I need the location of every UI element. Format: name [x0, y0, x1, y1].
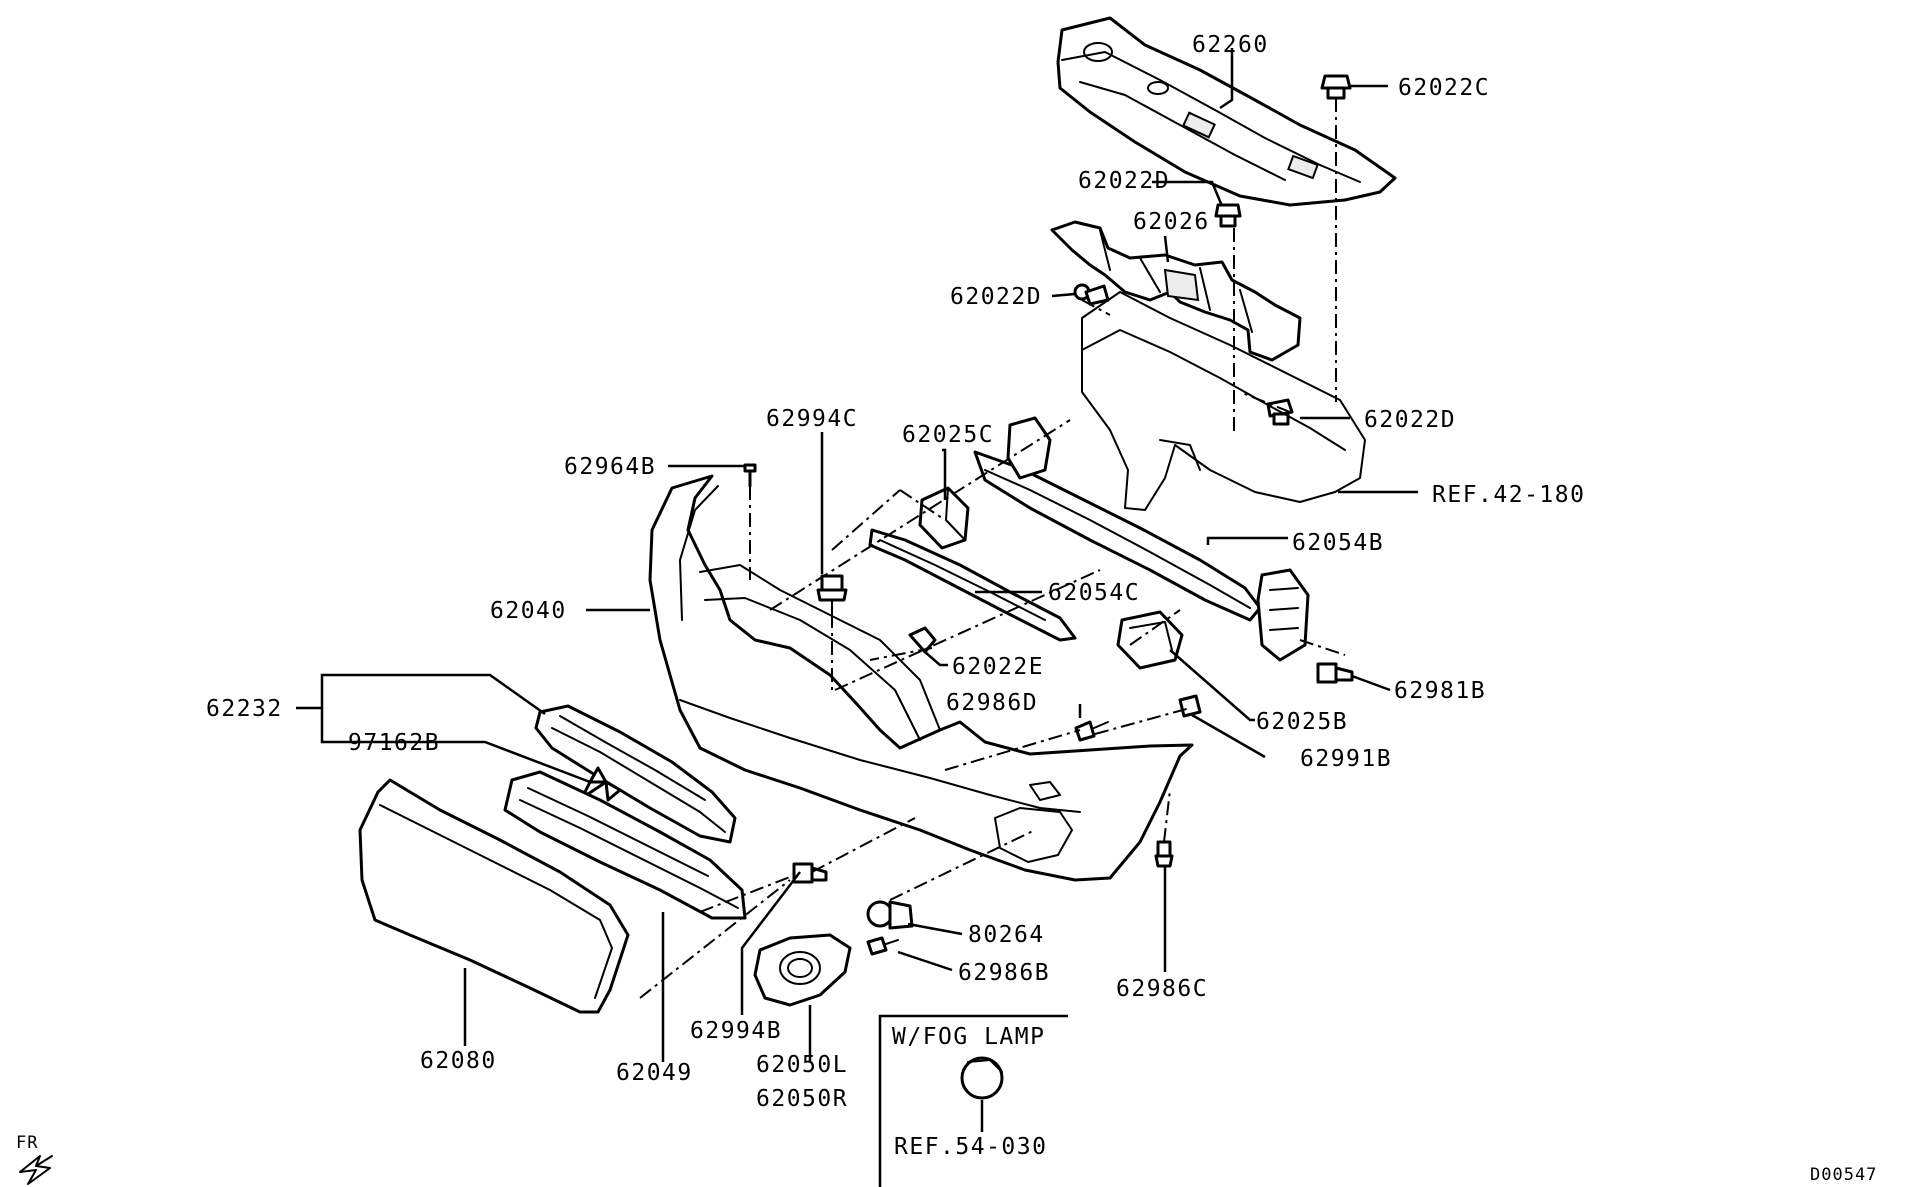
part-62040-bumper-cover: [648, 474, 1194, 882]
label-62022D-a: 62022D: [1078, 168, 1170, 194]
part-62991B-clip: [1178, 694, 1202, 718]
label-62022D-c: 62022D: [1364, 407, 1456, 433]
label-ref-42-180: REF.42-180: [1432, 482, 1585, 508]
label-62981B: 62981B: [1394, 678, 1486, 704]
label-62026: 62026: [1133, 209, 1210, 235]
label-62260: 62260: [1192, 32, 1269, 58]
orientation-label: FR: [16, 1133, 38, 1153]
front-arrow-icon: [19, 1155, 53, 1185]
part-62260-upper-cover: [1056, 16, 1397, 207]
label-62050L: 62050L: [756, 1052, 848, 1078]
label-62022E: 62022E: [952, 654, 1044, 680]
part-62022C-clip: [1320, 74, 1352, 100]
part-62049-lower-grille: [503, 770, 747, 920]
label-62022D-b: 62022D: [950, 284, 1042, 310]
part-62080-molding: [358, 778, 630, 1014]
label-62994B: 62994B: [690, 1018, 782, 1044]
part-62986B-screw: [866, 936, 899, 956]
diagram-code: D00547: [1810, 1165, 1877, 1185]
part-62994C-bolt: [816, 574, 848, 615]
part-62025B-absorber: [1116, 610, 1184, 670]
label-62025B: 62025B: [1256, 709, 1348, 735]
part-62026-bracket: [1050, 220, 1302, 362]
callout-labels: 62260 62022C 62022D 62026 62022D 62022D …: [16, 32, 1877, 1185]
part-inset-fog-lamp: [960, 1056, 1004, 1100]
part-62964B-pin: [743, 463, 757, 488]
label-97162B: 97162B: [348, 730, 440, 756]
label-62080: 62080: [420, 1048, 497, 1074]
part-62232-upper-grille: [534, 704, 737, 844]
part-62986D-screw: [1074, 720, 1109, 742]
part-62022E-clip: [908, 626, 937, 654]
label-62986D: 62986D: [946, 690, 1038, 716]
label-62025C: 62025C: [902, 422, 994, 448]
leader-lines: [296, 48, 1418, 1187]
part-62022D-clip-b: [1073, 283, 1110, 306]
part-62981B-bolt: [1316, 662, 1354, 684]
label-62986C: 62986C: [1116, 976, 1208, 1002]
part-body-panel-ref: [1081, 291, 1366, 511]
label-62986B: 62986B: [958, 960, 1050, 986]
label-62022C: 62022C: [1398, 75, 1490, 101]
part-62986C-screw: [1154, 840, 1174, 868]
assembly-lines: [639, 98, 1346, 999]
part-62050-bezel: [753, 933, 852, 1007]
label-62054B: 62054B: [1292, 530, 1384, 556]
part-62022D-clip-a: [1214, 203, 1242, 228]
label-62232: 62232: [206, 696, 283, 722]
inset-reference: REF.54-030: [894, 1134, 1047, 1160]
label-62964B: 62964B: [564, 454, 656, 480]
label-62050R: 62050R: [756, 1086, 848, 1112]
part-80264-fog-lamp: [866, 900, 914, 930]
label-62991B: 62991B: [1300, 746, 1392, 772]
part-62025C-block: [918, 486, 970, 550]
part-97162B-emblem: [580, 766, 622, 802]
label-62049: 62049: [616, 1060, 693, 1086]
label-62994C: 62994C: [766, 406, 858, 432]
part-62054C-bracket: [868, 528, 1077, 642]
inset-title: W/FOG LAMP: [892, 1024, 1045, 1050]
label-80264: 80264: [968, 922, 1045, 948]
label-62040: 62040: [490, 598, 567, 624]
part-62054B-reinforcement: [973, 416, 1310, 662]
label-62054C: 62054C: [1048, 580, 1140, 606]
